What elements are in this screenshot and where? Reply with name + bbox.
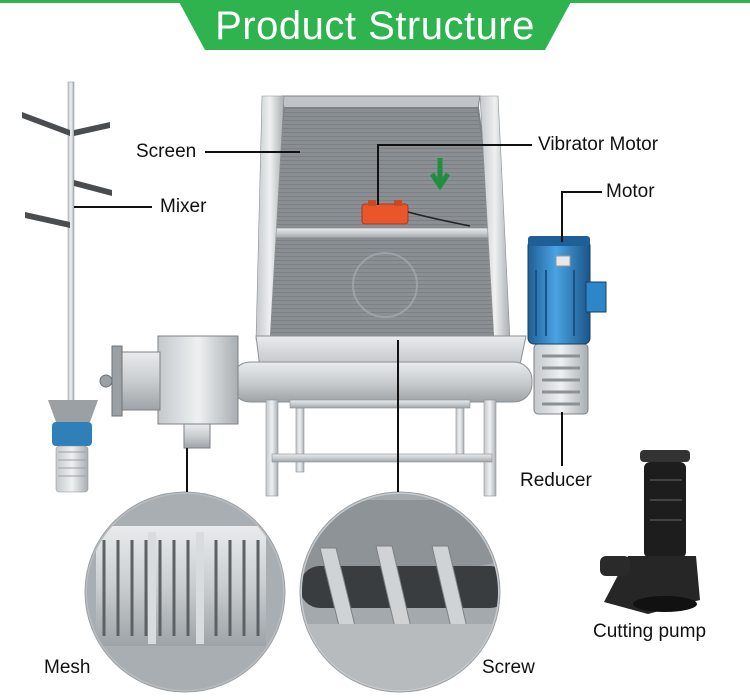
reducer [533,343,589,415]
label-mixer: Mixer [160,196,207,217]
label-mesh: Mesh [44,657,91,678]
page-title: Product Structure [215,4,535,48]
label-screw: Screw [482,657,535,678]
screw-tube [231,361,533,403]
label-cutting-pump: Cutting pump [593,621,707,642]
cutting-pump [600,450,700,614]
title-banner-shape [178,0,572,50]
outlet-box [99,335,239,449]
screen-frame [255,95,511,341]
vibrator-motor [361,200,471,227]
screw-detail [299,491,501,693]
label-reducer: Reducer [520,470,592,491]
label-vibrator-motor: Vibrator Motor [538,134,659,155]
mesh-detail [84,491,286,693]
motor [527,236,607,345]
title-banner [0,0,750,50]
label-screen: Screen [136,141,197,162]
label-motor: Motor [606,181,655,202]
leader-lines [74,144,602,492]
mixer [22,81,112,493]
support-legs [265,399,497,497]
